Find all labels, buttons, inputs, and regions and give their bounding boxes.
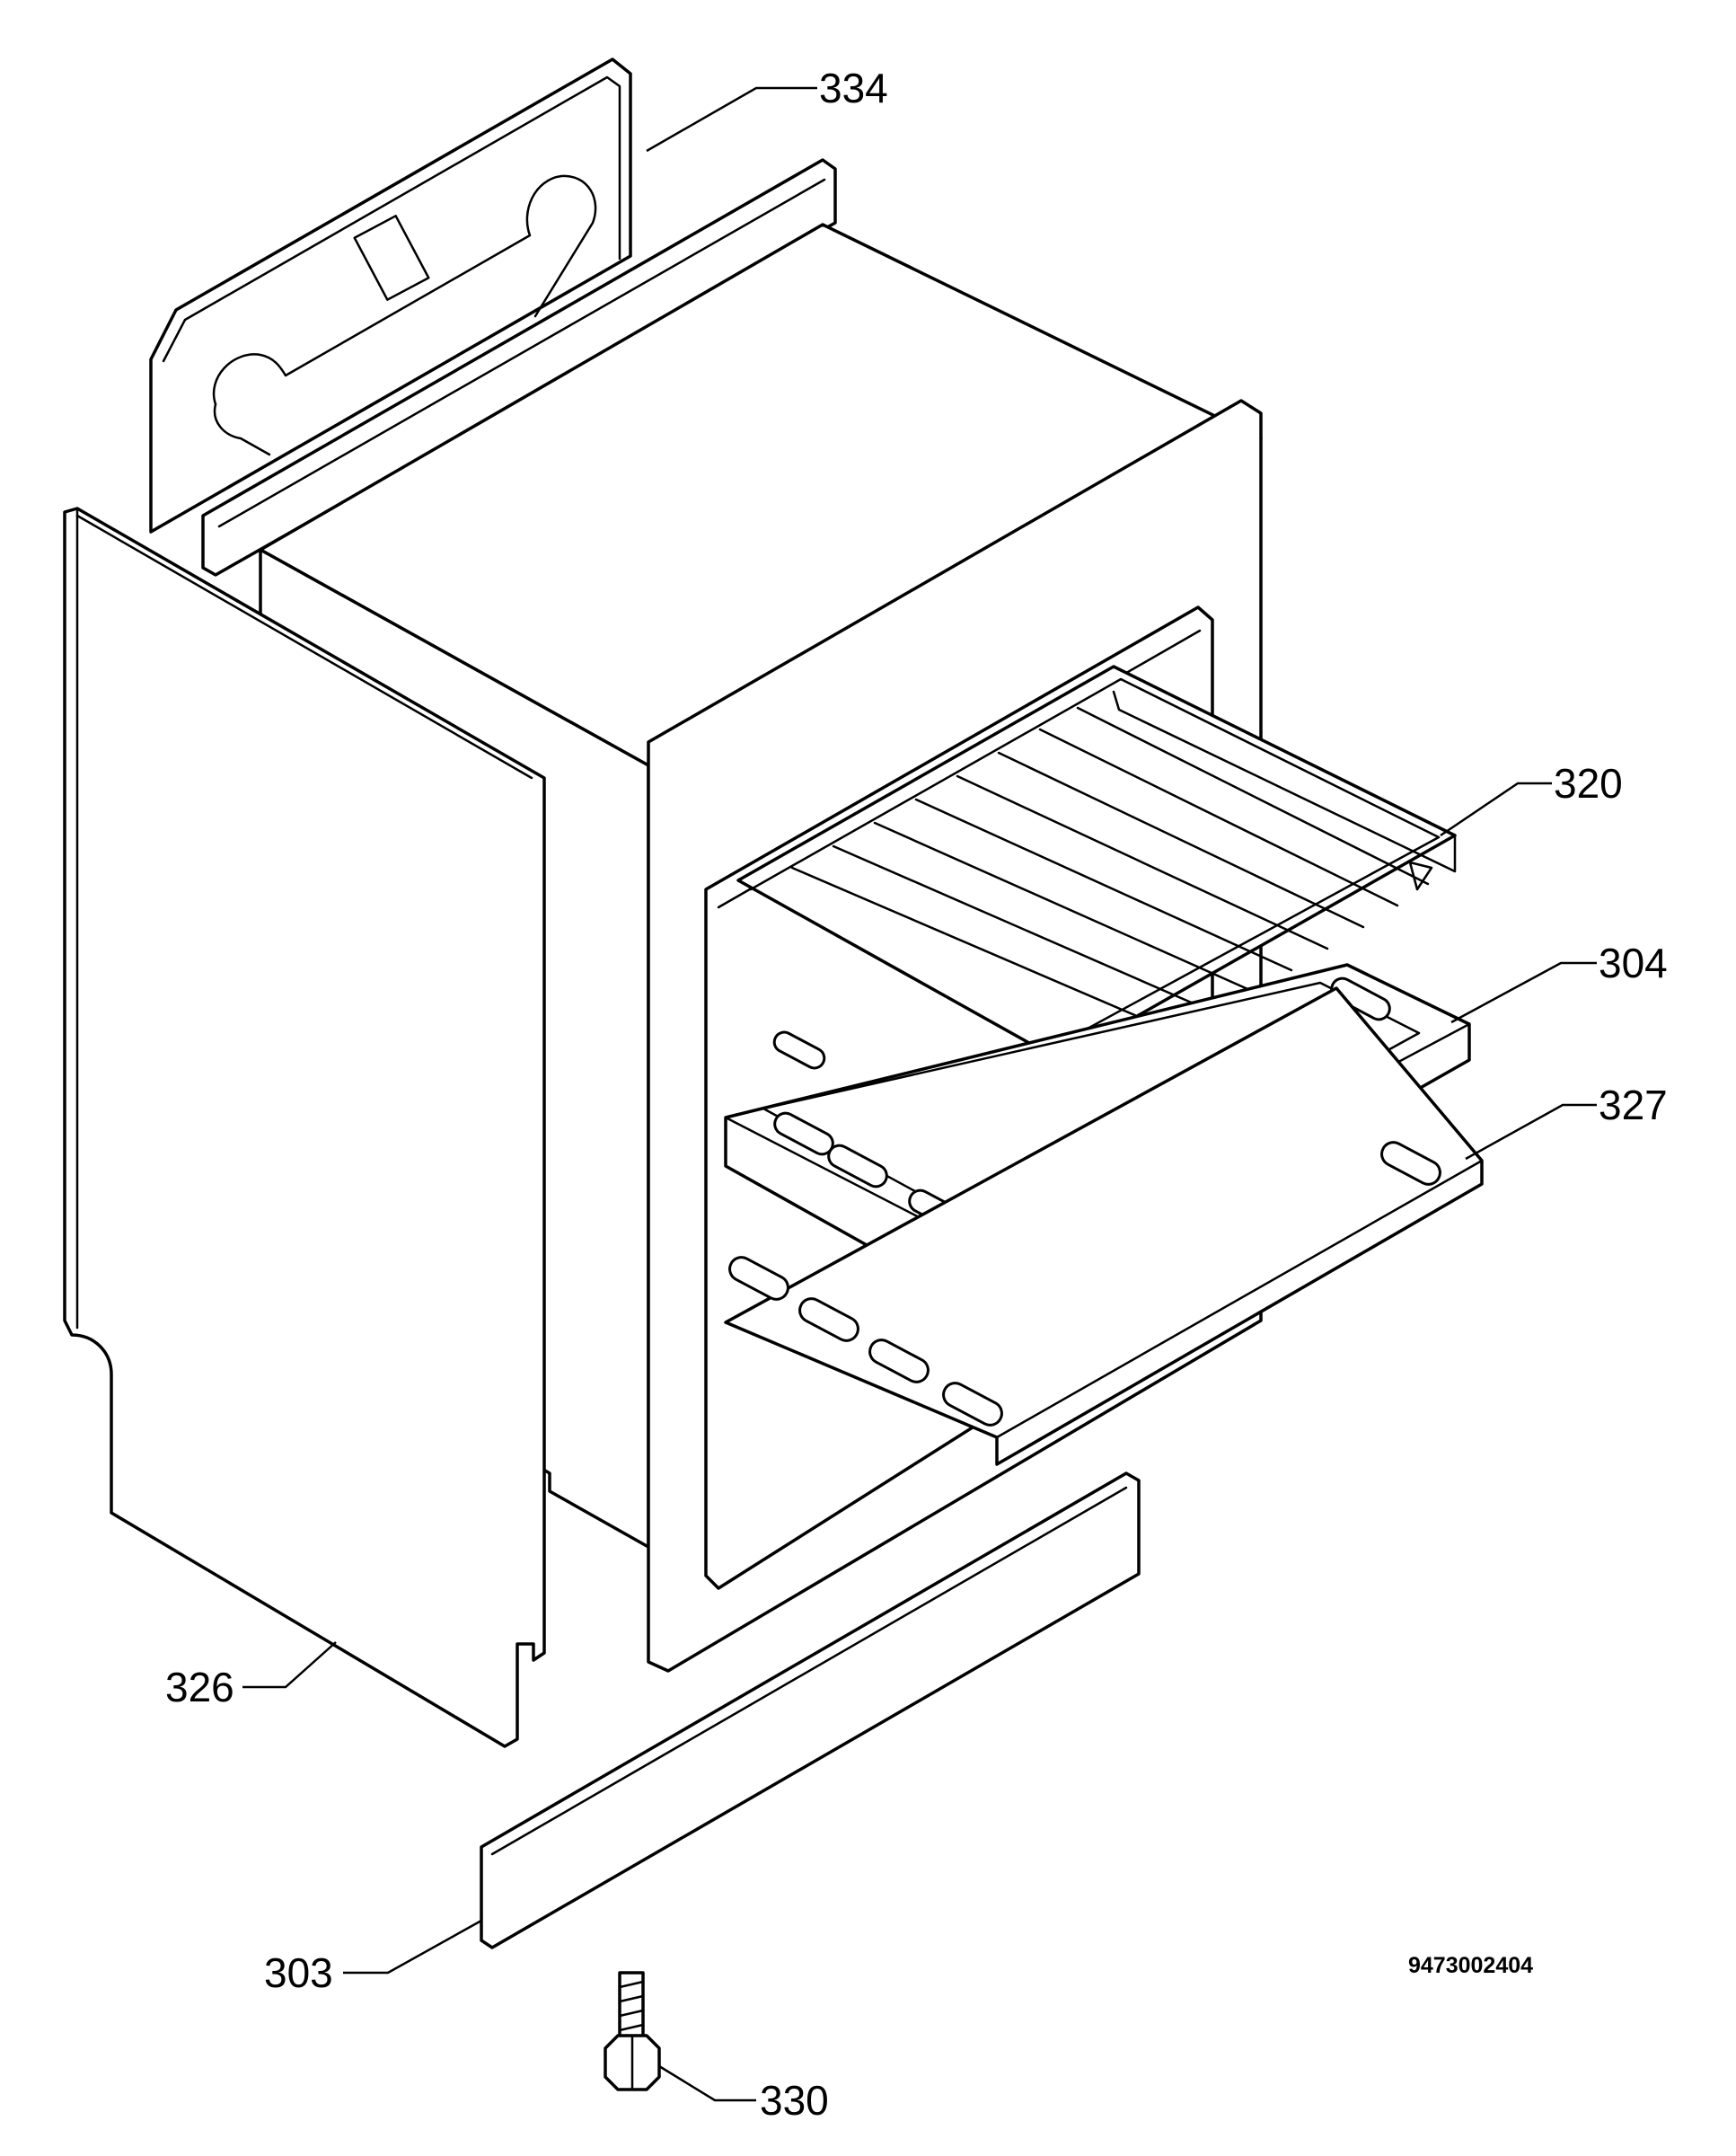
leader-303	[343, 1919, 482, 1975]
drip-pan	[724, 986, 1484, 1466]
callout-334: 334	[819, 65, 888, 111]
leader-304	[1450, 961, 1597, 1024]
leader-326	[242, 1641, 337, 1689]
oven-shelf	[736, 665, 1457, 1076]
callout-320: 320	[1554, 760, 1623, 807]
leader-334	[646, 86, 817, 153]
leader-320	[1440, 782, 1552, 837]
callout-326: 326	[165, 1664, 234, 1710]
plinth	[480, 1471, 1141, 1949]
side-panel	[63, 507, 546, 1748]
callout-327: 327	[1599, 1082, 1668, 1128]
screw	[604, 1971, 661, 2091]
leader-330	[658, 2064, 756, 2102]
document-number: 9473002404	[1408, 1953, 1533, 1978]
callout-303: 303	[264, 1949, 333, 1996]
callout-330: 330	[760, 2077, 829, 2124]
rear-panel	[149, 57, 632, 534]
leader-327	[1465, 1103, 1597, 1161]
callout-304: 304	[1599, 940, 1668, 986]
